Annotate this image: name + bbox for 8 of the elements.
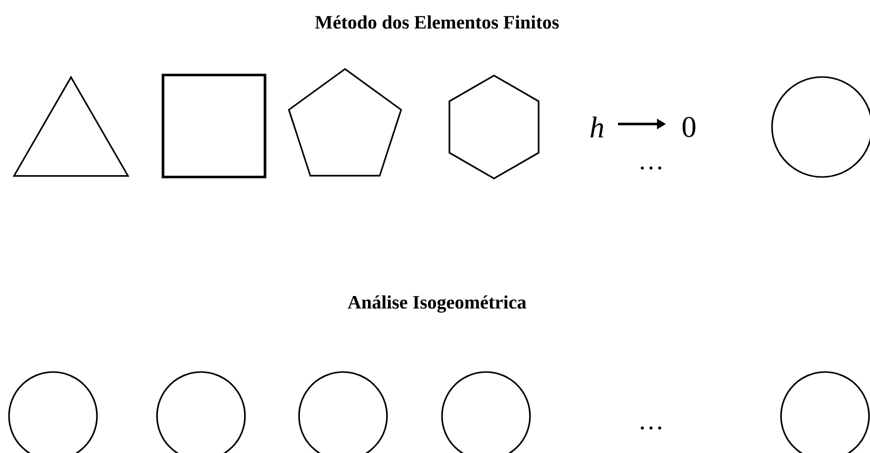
heading: Análise Isogeométrica <box>348 295 526 313</box>
ellipsis: … <box>640 166 662 170</box>
square <box>162 74 266 178</box>
ellipsis: … <box>640 426 662 430</box>
math-symbol: 0 <box>682 116 696 138</box>
hexagon <box>448 74 540 180</box>
math-symbol: h <box>590 116 604 138</box>
heading: Método dos Elementos Finitos <box>315 15 559 29</box>
